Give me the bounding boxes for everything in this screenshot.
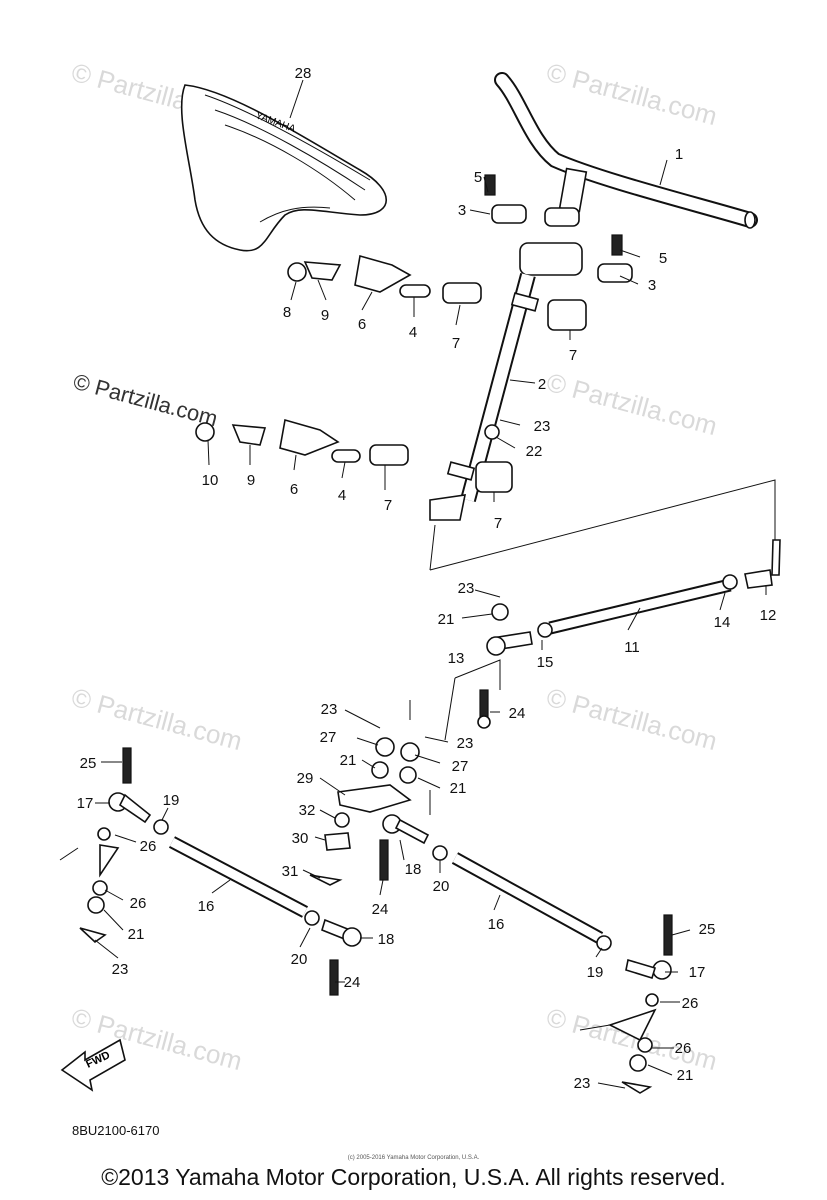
callout-label: 5	[659, 250, 667, 267]
copyright-small: (c) 2005-2016 Yamaha Motor Corporation, …	[347, 1155, 480, 1161]
watermark-large: © Partzilla.com	[71, 369, 221, 432]
upper-left-parts	[195, 254, 431, 463]
callout-label: 23	[534, 418, 551, 435]
callout-label: 23	[574, 1075, 591, 1092]
callout-label: 12	[760, 607, 777, 624]
callout-label: 28	[295, 65, 312, 82]
fwd-arrow: FWD	[60, 1038, 126, 1092]
callout-label: 16	[198, 898, 215, 915]
handlebar	[494, 72, 758, 229]
callout-label: 19	[163, 792, 180, 809]
callout-label: 27	[320, 729, 337, 746]
callout-labels: 28 1 5 3 5 3 8 9 6 4 7 7 2 23 22 7 10 9 …	[77, 65, 777, 1092]
callout-label: 21	[128, 926, 145, 943]
callout-label: 19	[587, 964, 604, 981]
callout-label: 25	[80, 755, 97, 772]
callout-label: 7	[452, 335, 460, 352]
callout-label: 25	[699, 921, 716, 938]
callout-label: 15	[537, 654, 554, 671]
callout-label: 20	[433, 878, 450, 895]
column-holders	[369, 282, 587, 493]
callout-label: 3	[458, 202, 466, 219]
tie-rod-left	[79, 747, 362, 996]
callout-label: 2	[538, 376, 546, 393]
watermarks: © Partzilla.com © Partzilla.com © Partzi…	[68, 57, 720, 1076]
callout-label: 5	[474, 169, 482, 186]
callout-label: 32	[299, 802, 316, 819]
tie-rod-right	[382, 814, 673, 1094]
callout-label: 4	[338, 487, 346, 504]
seat: YAMAHA	[180, 84, 387, 252]
callout-label: 29	[297, 770, 314, 787]
callout-label: 23	[112, 961, 129, 978]
callout-label: 14	[714, 614, 731, 631]
callout-label: 1	[675, 146, 683, 163]
callout-label: 18	[378, 931, 395, 948]
callout-label: 17	[77, 795, 94, 812]
callout-label: 23	[321, 701, 338, 718]
callout-label: 24	[344, 974, 361, 991]
copyright: ©2013 Yamaha Motor Corporation, U.S.A. A…	[101, 1164, 726, 1190]
callout-label: 21	[450, 780, 467, 797]
watermark: © Partzilla.com	[543, 57, 720, 131]
callout-label: 16	[488, 916, 505, 933]
callout-label: 21	[677, 1067, 694, 1084]
callout-label: 17	[689, 964, 706, 981]
callout-label: 18	[405, 861, 422, 878]
callout-label: 22	[526, 443, 543, 460]
watermark: © Partzilla.com	[68, 682, 245, 756]
callout-label: 26	[140, 838, 157, 855]
callout-label: 3	[648, 277, 656, 294]
callout-label: 4	[409, 324, 417, 341]
callout-label: 9	[247, 472, 255, 489]
tie-rod-upper	[409, 479, 781, 815]
diagram-code: 8BU2100-6170	[72, 1123, 160, 1138]
callout-label: 7	[494, 515, 502, 532]
callout-label: 7	[569, 347, 577, 364]
callout-label: 23	[458, 580, 475, 597]
middle-parts	[309, 603, 509, 886]
callout-label: 21	[340, 752, 357, 769]
callout-label: 31	[282, 863, 299, 880]
watermark: © Partzilla.com	[543, 682, 720, 756]
callout-label: 6	[290, 481, 298, 498]
watermark: © Partzilla.com	[543, 367, 720, 441]
callout-label: 11	[624, 639, 640, 656]
callout-label: 24	[372, 901, 389, 918]
callout-label: 21	[438, 611, 455, 628]
callout-label: 7	[384, 497, 392, 514]
callout-label: 20	[291, 951, 308, 968]
callout-label: 8	[283, 304, 291, 321]
leader-lines	[59, 79, 767, 1089]
callout-label: 23	[457, 735, 474, 752]
callout-label: 24	[509, 705, 526, 722]
callout-label: 10	[202, 472, 219, 489]
callout-label: 26	[130, 895, 147, 912]
callout-label: 26	[682, 995, 699, 1012]
callout-label: 13	[448, 650, 465, 667]
callout-label: 6	[358, 316, 366, 333]
handlebar-clamps	[484, 174, 633, 283]
callout-label: 30	[292, 830, 309, 847]
callout-label: 27	[452, 758, 469, 775]
callout-label: 26	[675, 1040, 692, 1057]
callout-label: 9	[321, 307, 329, 324]
